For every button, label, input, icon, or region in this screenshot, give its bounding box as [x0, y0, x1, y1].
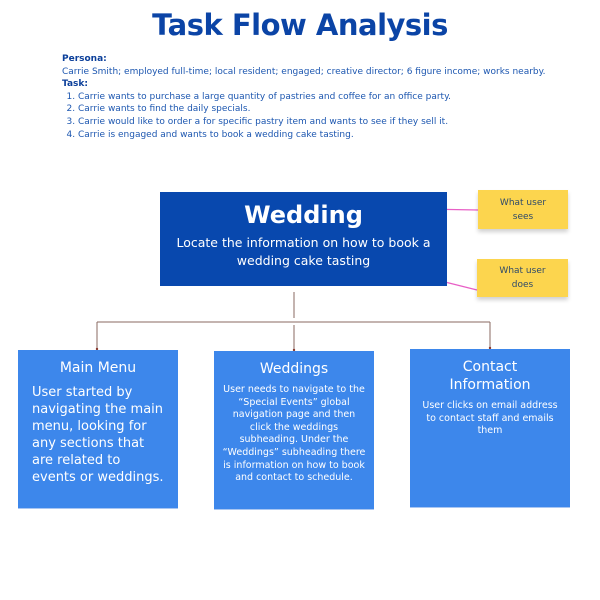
sticky-note-what-user-does: What user does [477, 259, 568, 297]
main-task-description: Locate the information on how to book a … [176, 235, 431, 268]
step-heading: Main Menu [59, 360, 137, 376]
task-item: Carrie is engaged and wants to book a we… [78, 129, 562, 142]
step-box-weddings: Weddings User needs to navigate to the “… [214, 351, 374, 509]
persona-task-section: Persona: Carrie Smith; employed full-tim… [62, 53, 562, 141]
task-list: Carrie wants to purchase a large quantit… [62, 91, 562, 141]
step-description: User started by navigating the main menu… [32, 385, 164, 485]
step-description: User clicks on email address to contact … [422, 400, 558, 437]
page-title: Task Flow Analysis [152, 8, 448, 42]
step-box-contact-information: Contact Information User clicks on email… [410, 349, 570, 507]
connector-dot [95, 347, 99, 351]
task-item: Carrie wants to purchase a large quantit… [78, 91, 562, 104]
sticky-note-text: What user does [499, 266, 546, 290]
persona-text: Carrie Smith; employed full-time; local … [62, 66, 546, 77]
persona-label: Persona: [62, 54, 107, 64]
connector-dot [292, 348, 296, 352]
main-task-box: Wedding Locate the information on how to… [160, 192, 447, 286]
main-task-heading: Wedding [244, 201, 363, 229]
task-item: Carrie would like to order a for specifi… [78, 116, 562, 129]
task-label: Task: [62, 79, 88, 90]
step-description: User needs to navigate to the “Special E… [222, 384, 366, 484]
sticky-note-what-user-sees: What user sees [478, 190, 568, 229]
step-box-main-menu: Main Menu User started by navigating the… [18, 350, 178, 508]
task-item: Carrie wants to find the daily specials. [78, 103, 562, 116]
connector-dot [488, 346, 492, 350]
sticky-note-text: What user sees [499, 197, 547, 222]
step-heading: Contact Information [449, 359, 531, 393]
step-heading: Weddings [259, 361, 329, 377]
